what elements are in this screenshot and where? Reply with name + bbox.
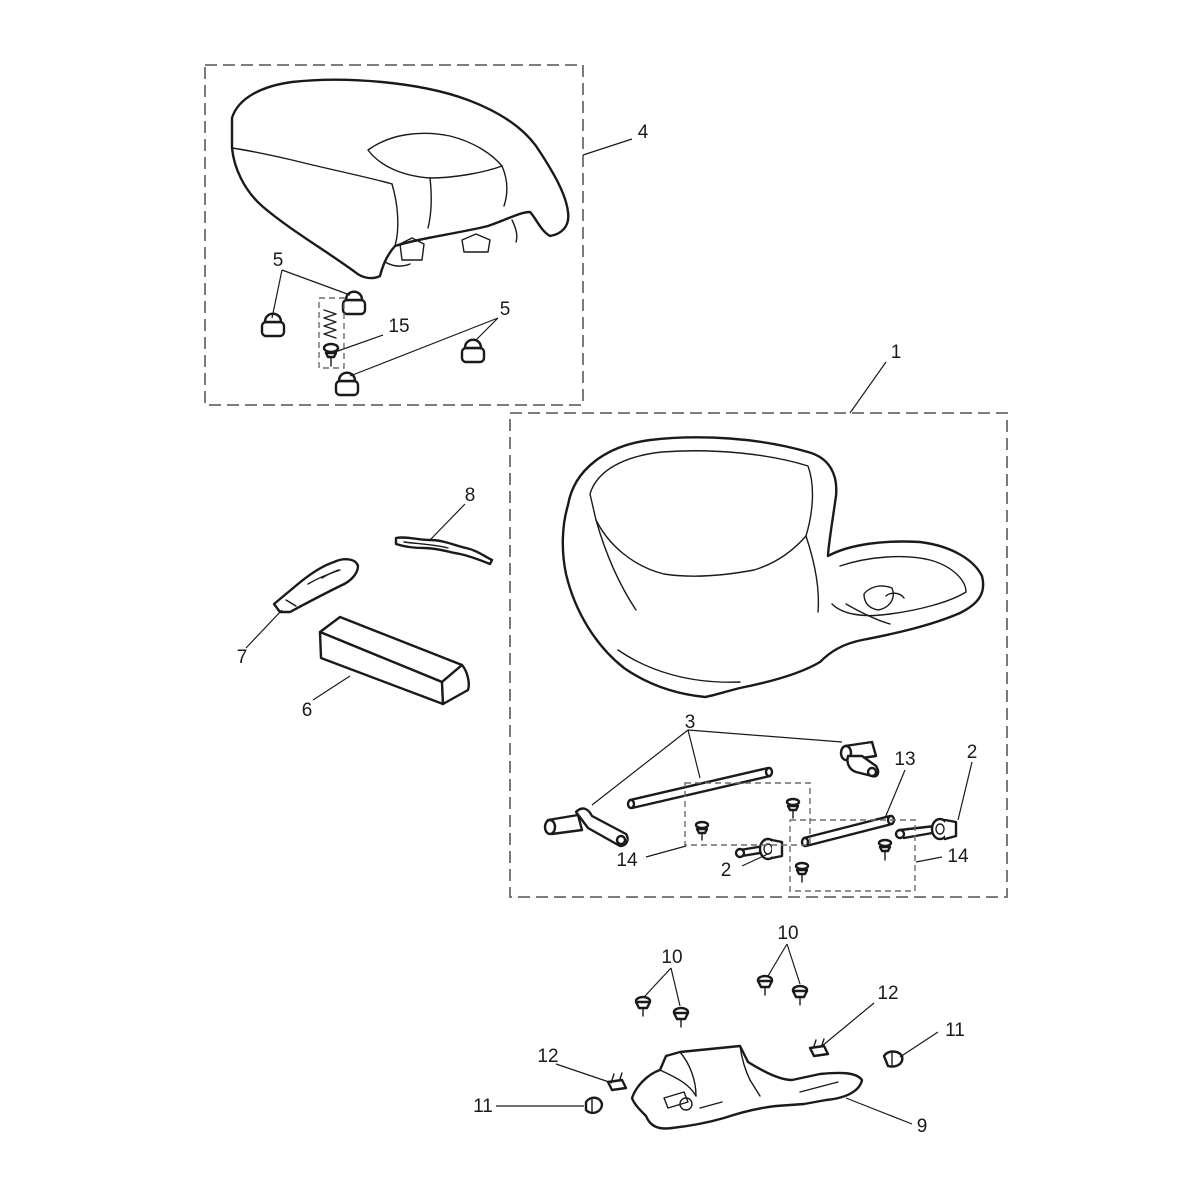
- callout-2: 2: [721, 860, 732, 881]
- rubber-grommet[interactable]: [460, 338, 486, 364]
- rubber-grommet[interactable]: [334, 371, 360, 397]
- callout-10: 10: [661, 947, 682, 968]
- callout-12: 12: [537, 1046, 558, 1067]
- callout-1: 1: [891, 342, 902, 363]
- rod-front[interactable]: [626, 766, 774, 810]
- group-4-pillion-seat: [204, 64, 584, 406]
- group-14-dashed-box-right: [789, 819, 916, 892]
- callout-3: 3: [685, 712, 696, 733]
- screw[interactable]: [324, 351, 338, 367]
- bolt[interactable]: [791, 984, 809, 1006]
- callout-2: 2: [967, 742, 978, 763]
- group-15-dashed-box: [318, 297, 345, 369]
- spring[interactable]: [323, 309, 337, 339]
- bolt[interactable]: [634, 995, 652, 1017]
- callout-7: 7: [237, 647, 248, 668]
- callout-5: 5: [500, 299, 511, 320]
- bracket-right[interactable]: [839, 740, 880, 778]
- group-14-dashed-box-left: [684, 782, 811, 846]
- leader-lines: [245, 138, 973, 1125]
- tool-tray[interactable]: [318, 615, 470, 706]
- clip-right[interactable]: [894, 817, 958, 841]
- pillion-seat[interactable]: [230, 78, 570, 280]
- callout-4: 4: [638, 122, 649, 143]
- cap-nut[interactable]: [882, 1050, 904, 1068]
- callout-labels: 4 5 5 15 1 8 7 6 3 13 2 14 2 14 10 10 12…: [237, 122, 978, 1137]
- bracket-left[interactable]: [543, 807, 629, 848]
- callout-14: 14: [947, 846, 969, 867]
- wire-clip[interactable]: [394, 536, 494, 566]
- screw[interactable]: [794, 861, 810, 883]
- bolt[interactable]: [756, 974, 774, 996]
- clip-nut[interactable]: [606, 1072, 628, 1092]
- bolt[interactable]: [672, 1006, 690, 1028]
- callout-12: 12: [877, 983, 898, 1004]
- callout-10: 10: [777, 923, 798, 944]
- callout-11: 11: [473, 1096, 493, 1117]
- callout-6: 6: [302, 700, 313, 721]
- callout-14: 14: [616, 850, 638, 871]
- clip-center[interactable]: [734, 837, 784, 861]
- cap-nut[interactable]: [584, 1096, 604, 1115]
- screw[interactable]: [785, 797, 801, 819]
- callout-9: 9: [917, 1116, 928, 1137]
- group-4-dashed-box: [204, 64, 584, 406]
- washer[interactable]: [322, 342, 340, 354]
- group-1-dashed-box: [509, 412, 1008, 898]
- screw[interactable]: [877, 838, 893, 861]
- rubber-grommet[interactable]: [341, 290, 367, 316]
- group-1-rider-seat: [509, 412, 1008, 898]
- strap[interactable]: [272, 558, 360, 614]
- screw[interactable]: [694, 820, 710, 841]
- rubber-grommet[interactable]: [260, 312, 286, 338]
- seat-bracket[interactable]: [630, 1044, 864, 1130]
- callout-5: 5: [273, 250, 284, 271]
- callout-11: 11: [945, 1020, 965, 1041]
- rider-seat[interactable]: [561, 436, 985, 699]
- callout-8: 8: [465, 485, 476, 506]
- callout-13: 13: [894, 749, 915, 770]
- callout-15: 15: [388, 316, 409, 337]
- clip-nut[interactable]: [808, 1038, 830, 1058]
